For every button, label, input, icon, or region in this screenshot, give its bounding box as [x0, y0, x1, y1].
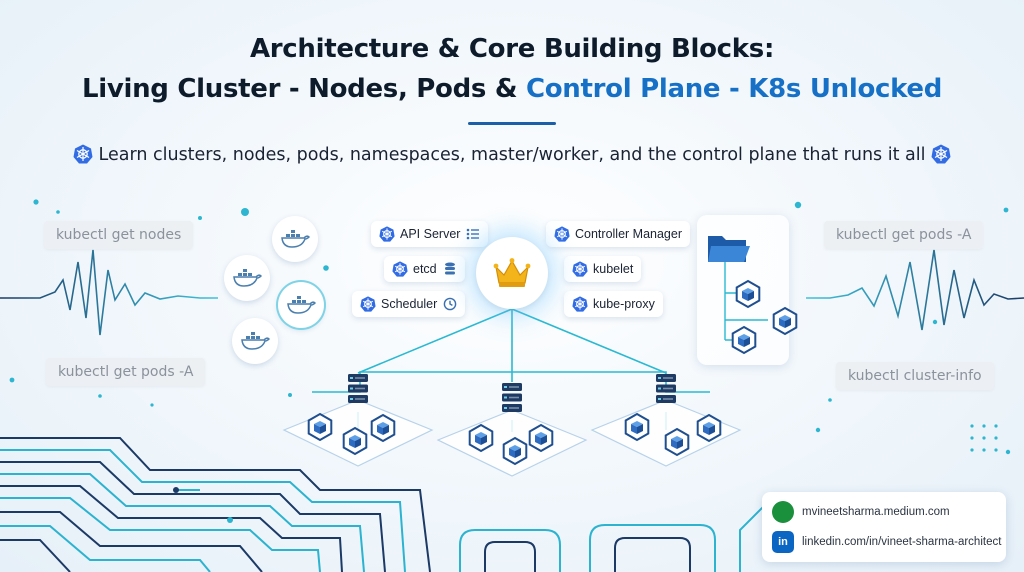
- kubernetes-helm-icon: [360, 296, 376, 312]
- docker-container: [224, 255, 270, 301]
- pod-icon: [502, 437, 528, 465]
- kubernetes-helm-icon: [572, 261, 588, 277]
- pod-icon: [528, 424, 554, 452]
- heartbeat-wave-left: [0, 249, 218, 336]
- api-server-label: API Server: [400, 227, 461, 241]
- pod-icon: [624, 413, 650, 441]
- social-links-card: mvineetsharma.medium.com in linkedin.com…: [762, 492, 1006, 562]
- component-controller-manager: Controller Manager: [546, 221, 690, 247]
- pod-icon: [731, 326, 757, 354]
- subtitle-text: Learn clusters, nodes, pods, namespaces,…: [98, 145, 926, 165]
- medium-icon: [772, 501, 794, 523]
- pod-icon: [342, 427, 368, 455]
- clock-icon: [443, 297, 457, 311]
- decorative-dots: [9, 199, 1011, 455]
- component-api-server: API Server: [371, 221, 489, 247]
- pod-icon: [664, 428, 690, 456]
- title-line-2: Living Cluster - Nodes, Pods & Control P…: [0, 74, 1024, 104]
- kubectl-cluster-info-label: kubectl cluster-info: [836, 362, 994, 390]
- kubectl-get-pods-label-right: kubectl get pods -A: [824, 221, 984, 249]
- component-kubelet: kubelet: [564, 256, 642, 282]
- kubernetes-helm-icon: [73, 144, 93, 164]
- controller-manager-label: Controller Manager: [575, 227, 682, 241]
- worker-node-left: [282, 374, 434, 467]
- title-line-1: Architecture & Core Building Blocks:: [249, 34, 775, 64]
- component-scheduler: Scheduler: [352, 291, 466, 317]
- linkedin-icon: in: [772, 531, 794, 553]
- docker-whale-icon: [281, 230, 310, 248]
- pod-icon: [735, 280, 761, 308]
- scheduler-label: Scheduler: [381, 297, 438, 311]
- docker-whale-icon: [287, 296, 316, 314]
- medium-url: mvineetsharma.medium.com: [802, 506, 950, 518]
- worker-node-center: [436, 383, 588, 477]
- docker-container-highlighted: [278, 282, 324, 328]
- dot-grid: [970, 424, 998, 452]
- server-rack-icon: [656, 374, 676, 403]
- component-etcd: etcd: [384, 256, 465, 282]
- kubernetes-helm-icon: [931, 144, 951, 164]
- linkedin-link[interactable]: in linkedin.com/in/vineet-sharma-archite…: [772, 530, 1001, 554]
- worker-node-right: [590, 374, 742, 467]
- linkedin-url: linkedin.com/in/vineet-sharma-architect: [802, 536, 1002, 548]
- etcd-label: etcd: [413, 262, 437, 276]
- master-node-crown: [476, 237, 548, 309]
- kubernetes-helm-icon: [379, 226, 395, 242]
- component-kube-proxy: kube-proxy: [564, 291, 663, 317]
- medium-link[interactable]: mvineetsharma.medium.com: [772, 500, 950, 524]
- heartbeat-wave-right: [806, 249, 1024, 331]
- kubernetes-helm-icon: [572, 296, 588, 312]
- docker-whale-icon: [233, 269, 262, 287]
- docker-container: [272, 216, 318, 262]
- server-rack-icon: [348, 374, 368, 403]
- pod-icon: [307, 413, 333, 441]
- kube-proxy-label: kube-proxy: [593, 297, 655, 311]
- kubelet-label: kubelet: [593, 262, 634, 276]
- pod-icon: [772, 307, 798, 335]
- kubernetes-helm-icon: [554, 226, 570, 242]
- kubectl-get-pods-label-left: kubectl get pods -A: [46, 358, 206, 386]
- circuit-traces: [0, 437, 771, 572]
- title-line-2-dark: Living Cluster - Nodes, Pods &: [81, 74, 526, 104]
- kubectl-get-nodes-label: kubectl get nodes: [44, 221, 194, 249]
- pod-icon: [468, 424, 494, 452]
- list-icon: [467, 228, 480, 240]
- database-icon: [444, 262, 455, 275]
- docker-container: [232, 318, 278, 364]
- title-line-2-highlight: Control Plane - K8s Unlocked: [525, 74, 943, 104]
- kubernetes-helm-icon: [392, 261, 408, 277]
- crown-icon: [493, 258, 531, 287]
- server-rack-icon: [502, 383, 522, 412]
- namespace-tree: [708, 236, 798, 354]
- pod-icon: [370, 414, 396, 442]
- title-underline: [468, 122, 556, 125]
- docker-whale-icon: [241, 332, 270, 350]
- subtitle: Learn clusters, nodes, pods, namespaces,…: [0, 144, 1024, 165]
- pod-icon: [696, 414, 722, 442]
